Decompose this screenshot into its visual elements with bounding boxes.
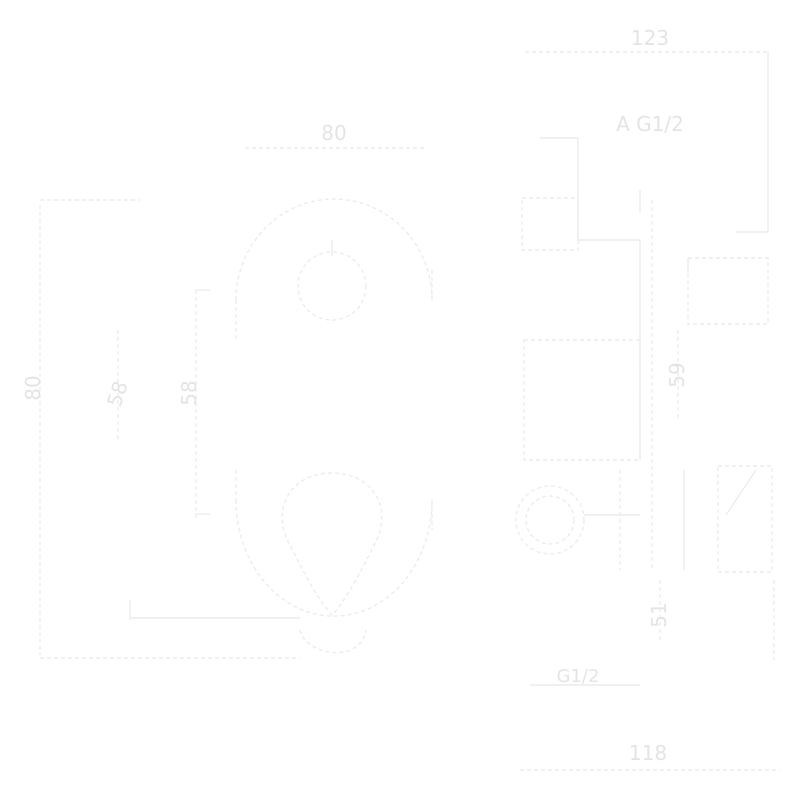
lever-bulb <box>299 629 367 654</box>
top-width-label: 123 <box>631 26 669 50</box>
left-height-label: 80 <box>21 375 45 400</box>
outlet-block <box>523 339 641 461</box>
left-inner-a-label: 58 <box>102 378 133 410</box>
bottom-width-label: 118 <box>629 741 667 765</box>
body-cap <box>687 257 769 325</box>
outlet-nut-inner <box>525 495 575 545</box>
lever-side-diag <box>725 469 757 516</box>
lever-side <box>717 465 773 573</box>
lever-outline <box>281 472 383 617</box>
side-view: 123 A G1/2 59 51 G1/2 118 <box>515 26 780 771</box>
front-lower-arc <box>235 499 433 617</box>
top-inlet <box>521 197 579 251</box>
thread-top-label: A G1/2 <box>616 112 684 136</box>
vertical-mid-label: 59 <box>665 362 689 387</box>
front-upper-arc <box>235 198 433 301</box>
vertical-low-label: 51 <box>647 602 671 627</box>
front-view: 80 80 58 58 <box>21 121 433 659</box>
left-inner-b-label: 58 <box>177 380 201 405</box>
outlet-nut-outer <box>515 485 585 555</box>
thread-bottom-label: G1/2 <box>557 666 600 687</box>
front-width-label: 80 <box>321 121 346 145</box>
diverter-knob-circle <box>297 251 367 321</box>
